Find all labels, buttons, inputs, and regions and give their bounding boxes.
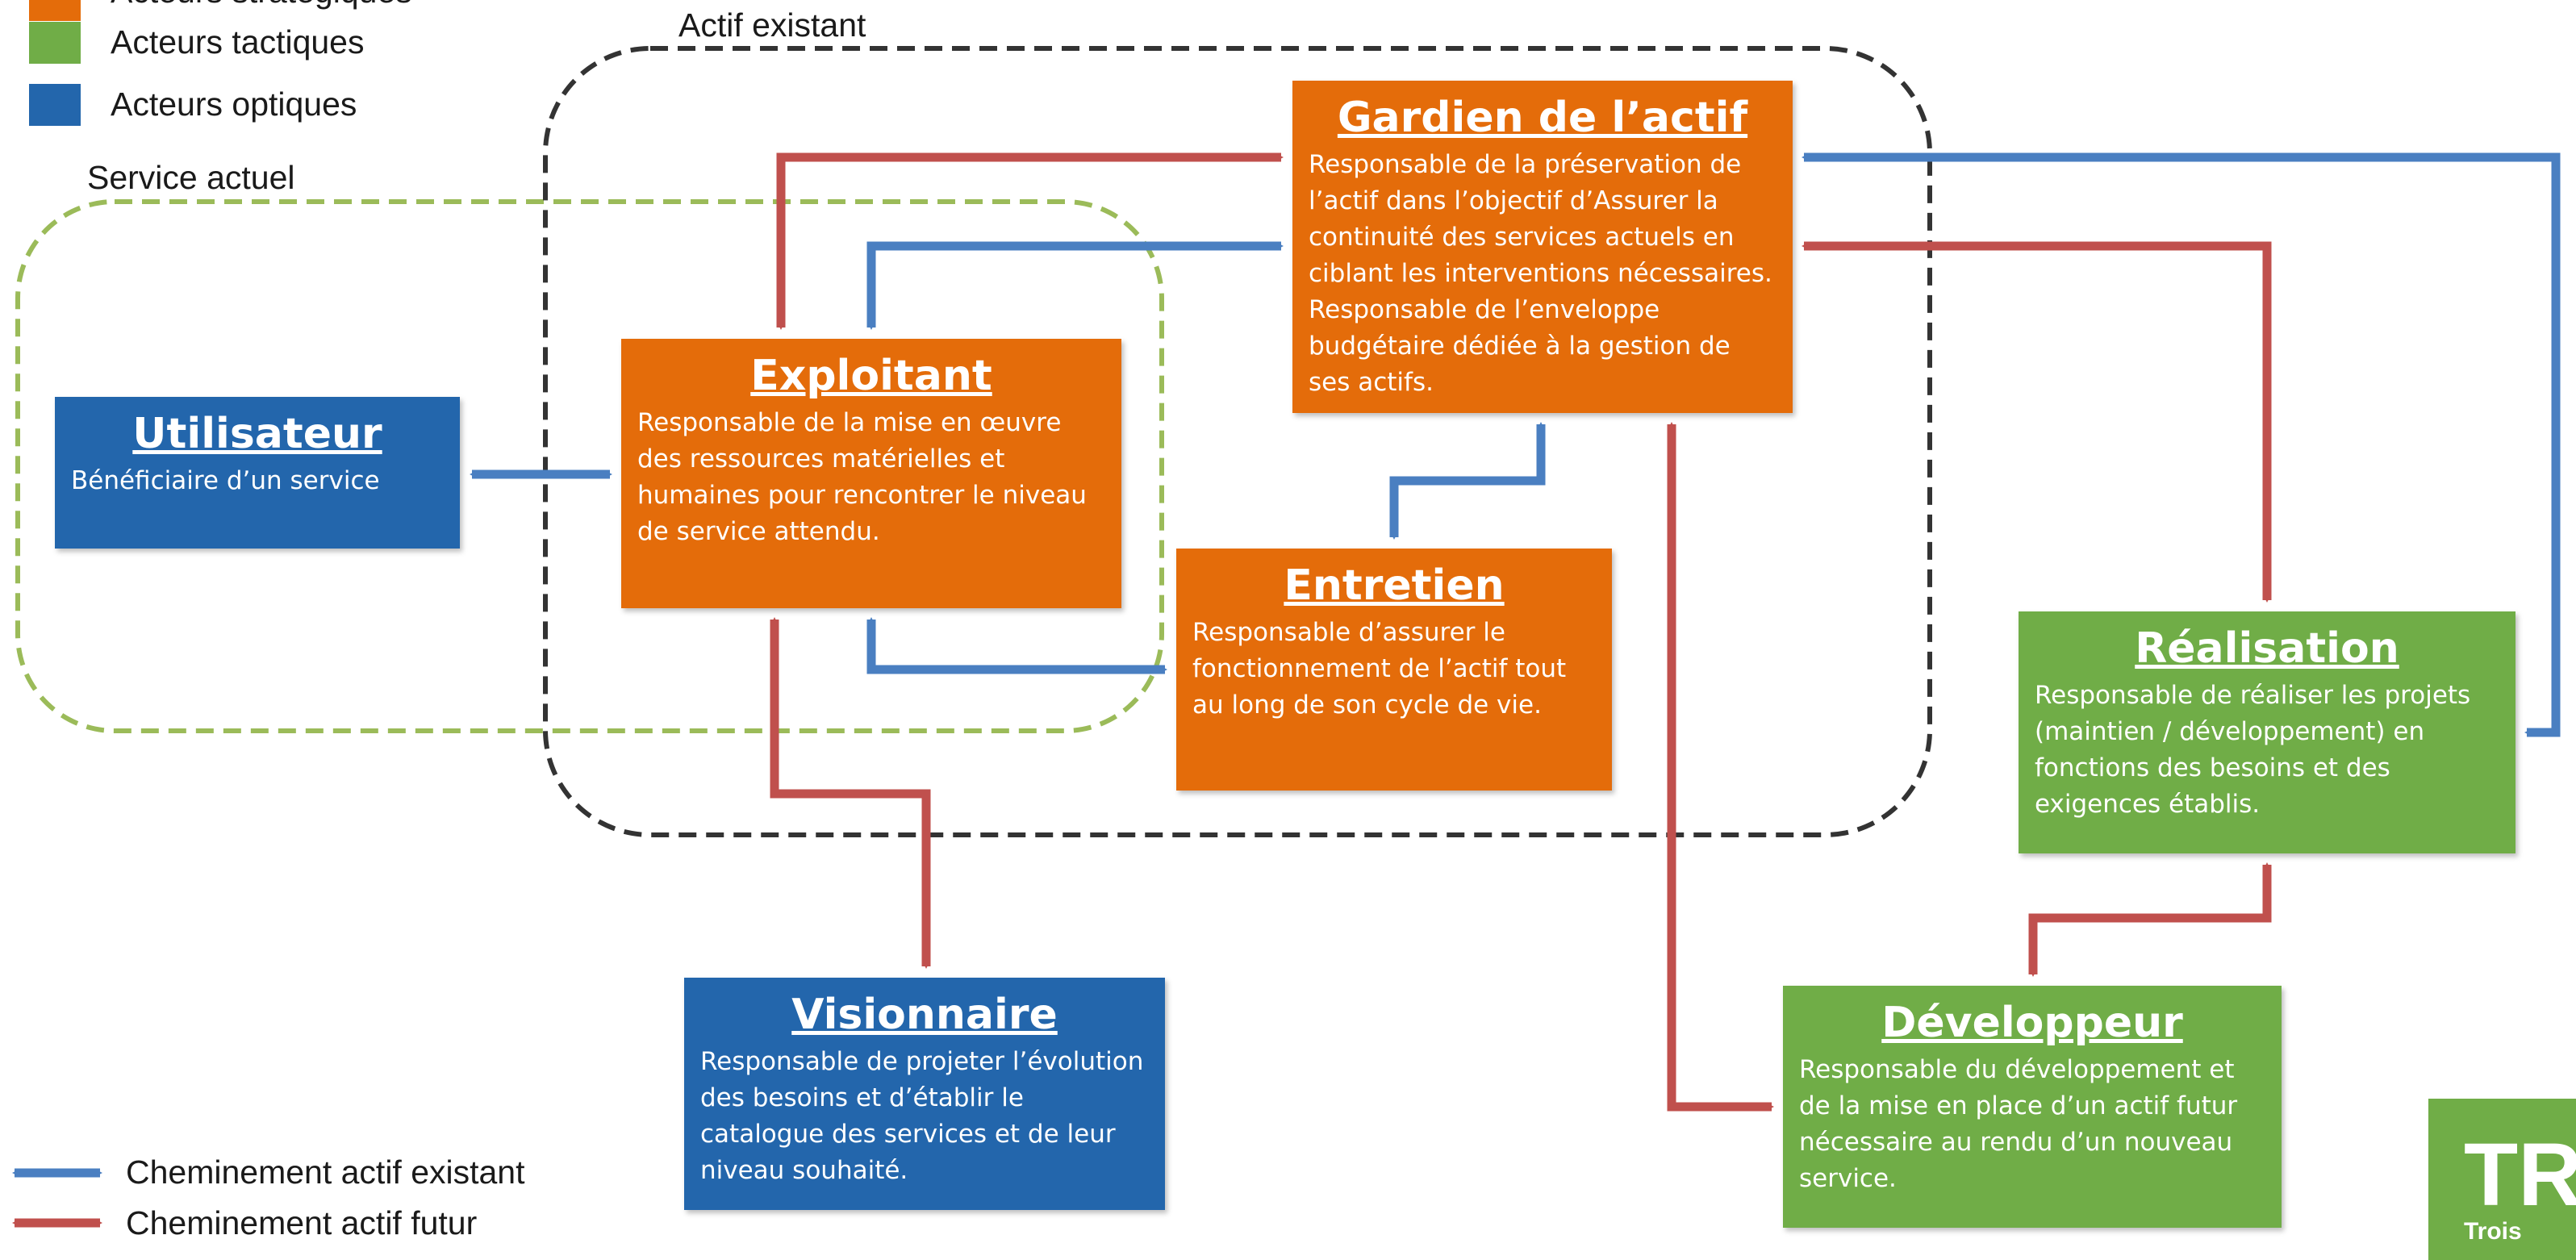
box-developpeur-title: Développeur — [1881, 999, 2183, 1047]
box-exploitant: Exploitant Responsable de la mise en œuv… — [621, 339, 1121, 608]
box-developpeur-desc: Responsable du développement et de la mi… — [1799, 1055, 2238, 1193]
box-developpeur: Développeur Responsable du développement… — [1783, 986, 2282, 1228]
box-gardien-desc: Responsable de la préservation de l’acti… — [1309, 150, 1772, 397]
box-gardien: Gardien de l’actif Responsable de la pré… — [1292, 81, 1793, 413]
box-entretien-title: Entretien — [1284, 561, 1505, 610]
legend-swatch-tactical — [29, 22, 81, 64]
logo-text: TR — [2464, 1125, 2576, 1225]
box-entretien-desc: Responsable d’assurer le fonctionnement … — [1192, 618, 1567, 720]
box-visionnaire-title: Visionnaire — [791, 991, 1058, 1039]
logo-subtext: Trois — [2464, 1218, 2522, 1245]
logo-tile: TR Trois — [2428, 1099, 2576, 1260]
box-visionnaire: Visionnaire Responsable de projeter l’év… — [684, 978, 1165, 1210]
region-service-actuel — [15, 199, 1164, 733]
region-label-service-actuel: Service actuel — [87, 159, 295, 196]
region-label-actif-existant: Actif existant — [678, 6, 866, 44]
box-visionnaire-desc: Responsable de projeter l’évolution des … — [700, 1047, 1144, 1185]
box-entretien: Entretien Responsable d’assurer le fonct… — [1176, 549, 1612, 791]
box-utilisateur-desc: Bénéficiaire d’un service — [71, 466, 380, 495]
legend-label-strategic: Acteurs stratégiques — [111, 0, 412, 10]
legend-label-optical: Acteurs optiques — [111, 86, 357, 123]
legend-path-existant: Cheminement actif existant — [126, 1154, 525, 1191]
legend-swatch-strategic — [29, 0, 81, 21]
box-exploitant-title: Exploitant — [750, 352, 992, 400]
legend-label-tactical: Acteurs tactiques — [111, 23, 365, 60]
legend-swatch-optical — [29, 84, 81, 126]
box-realisation-title: Réalisation — [2135, 624, 2399, 673]
box-gardien-title: Gardien de l’actif — [1337, 94, 1748, 142]
box-realisation: Réalisation Responsable de réaliser les … — [2019, 611, 2515, 853]
box-realisation-desc: Responsable de réaliser les projets (mai… — [2035, 681, 2471, 819]
legend-path-futur: Cheminement actif futur — [126, 1204, 478, 1241]
box-utilisateur-title: Utilisateur — [132, 410, 382, 458]
box-exploitant-desc: Responsable de la mise en œuvre des ress… — [637, 408, 1087, 546]
box-utilisateur: Utilisateur Bénéficiaire d’un service — [55, 397, 460, 549]
